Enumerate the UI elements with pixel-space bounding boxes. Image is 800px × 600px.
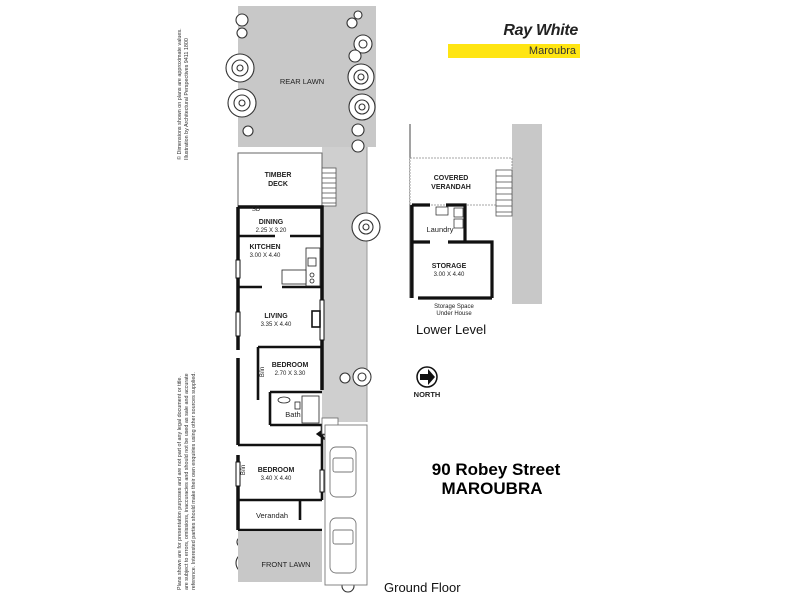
lower-stairs bbox=[495, 169, 513, 217]
kitchen-bench bbox=[281, 247, 321, 287]
under-house-label-2: Under House bbox=[436, 311, 472, 317]
tree-icon bbox=[227, 88, 257, 118]
address-line-1: 90 Robey Street bbox=[432, 460, 561, 479]
lower-walls bbox=[410, 203, 494, 300]
bath-label: Bath bbox=[285, 410, 300, 419]
lower-level-title: Lower Level bbox=[416, 322, 486, 337]
ground-floor-title: Ground Floor bbox=[384, 580, 461, 595]
bedroom2-dims: 3.40 X 4.40 bbox=[261, 476, 292, 482]
disclaimer-note-3: reference. Interested parties should mak… bbox=[191, 372, 197, 590]
verandah-label: Verandah bbox=[256, 511, 288, 520]
car-icon bbox=[329, 517, 357, 574]
laundry-fixtures bbox=[435, 206, 464, 229]
timber-deck-label-1: TIMBER bbox=[265, 172, 292, 179]
tree-icon bbox=[348, 93, 376, 121]
north-label: NORTH bbox=[414, 390, 441, 399]
timber-deck bbox=[237, 152, 323, 208]
living-dims: 3.35 X 4.40 bbox=[261, 322, 292, 328]
covered-verandah bbox=[409, 157, 513, 206]
tree-icon bbox=[236, 27, 248, 39]
address-line-2: MAROUBRA bbox=[441, 479, 542, 498]
lower-side-strip bbox=[512, 124, 542, 304]
brand-logo: Ray White Maroubra bbox=[448, 22, 580, 62]
tree-icon bbox=[353, 34, 373, 54]
front-lawn-area bbox=[238, 532, 322, 582]
kitchen-label: KITCHEN bbox=[249, 244, 280, 251]
sd-label: SD bbox=[252, 207, 261, 213]
dining-dims: 2.25 X 3.20 bbox=[256, 228, 287, 234]
tree-icon bbox=[351, 139, 365, 153]
dining-label: DINING bbox=[259, 219, 284, 226]
builtin2-label: B/in bbox=[241, 465, 247, 475]
bath-fixtures bbox=[277, 395, 320, 424]
kitchen-dims: 3.00 X 4.40 bbox=[250, 253, 281, 259]
tree-icon bbox=[348, 49, 362, 63]
bedroom1-label: BEDROOM bbox=[272, 362, 309, 369]
north-arrow-icon bbox=[416, 366, 438, 388]
tree-icon bbox=[352, 367, 372, 387]
fireplace bbox=[311, 310, 321, 328]
bedroom2-label: BEDROOM bbox=[258, 467, 295, 474]
car-icon bbox=[329, 446, 357, 498]
tree-icon bbox=[339, 372, 351, 384]
covered-verandah-label-1: COVERED bbox=[434, 175, 469, 182]
brand-name: Ray White bbox=[503, 22, 578, 39]
copyright-note-1: © Dimensions shown on plans are approxim… bbox=[176, 28, 183, 160]
living-label: LIVING bbox=[264, 313, 288, 320]
tree-icon bbox=[346, 17, 358, 29]
rear-lawn-label: REAR LAWN bbox=[280, 77, 324, 86]
driveway bbox=[324, 424, 368, 586]
brand-office: Maroubra bbox=[528, 45, 576, 57]
under-house-label-1: Storage Space bbox=[434, 304, 474, 310]
brand-bar bbox=[448, 44, 580, 58]
copyright-note-2: Illustration by Architectural Perspectiv… bbox=[184, 38, 190, 160]
laundry-label: Laundry bbox=[426, 225, 453, 234]
tree-icon bbox=[351, 123, 365, 137]
bedroom1-dims: 2.70 X 3.30 bbox=[275, 371, 306, 377]
storage-dims: 3.00 X 4.40 bbox=[434, 272, 465, 278]
tree-icon bbox=[353, 10, 363, 20]
front-lawn-label: FRONT LAWN bbox=[261, 560, 310, 569]
tree-icon bbox=[347, 63, 375, 91]
storage-label: STORAGE bbox=[432, 263, 467, 270]
tree-icon bbox=[242, 125, 254, 137]
tree-icon bbox=[235, 13, 249, 27]
covered-verandah-label-2: VERANDAH bbox=[431, 184, 471, 191]
deck-stairs bbox=[321, 167, 337, 207]
builtin1-label: B/in bbox=[260, 367, 266, 377]
disclaimer-note-2: are subject to errors, omissions, inaccu… bbox=[184, 373, 190, 590]
tree-icon bbox=[351, 212, 381, 242]
disclaimer-note-1: Plans shown are for presentation purpose… bbox=[177, 376, 183, 590]
timber-deck-label-2: DECK bbox=[268, 181, 288, 188]
tree-icon bbox=[225, 53, 255, 83]
